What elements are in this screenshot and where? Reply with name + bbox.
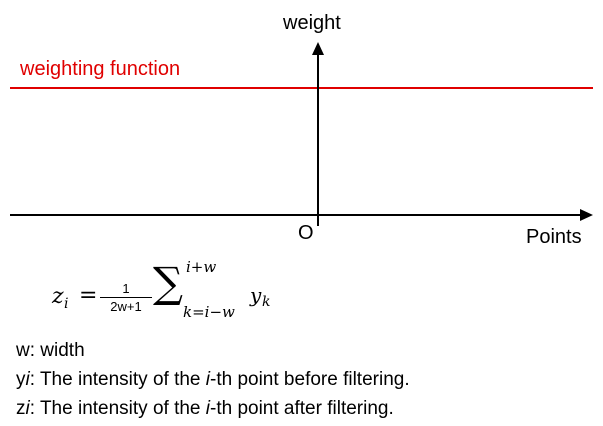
y-axis-arrow	[312, 42, 324, 55]
weighting-function-label: weighting function	[20, 58, 181, 80]
summation-symbol: ∑	[153, 258, 183, 307]
fraction-denominator: 2w+1	[110, 299, 142, 314]
definition-text: : The intensity of the	[29, 398, 206, 419]
x-axis-label: Points	[526, 226, 582, 248]
fraction-bar	[100, 297, 152, 298]
definition-w: w: width	[16, 340, 85, 362]
definition-y: yi: The intensity of the i-th point befo…	[16, 369, 410, 391]
definition-text: : The intensity of the	[29, 369, 206, 390]
definition-symbol: y	[16, 369, 26, 390]
formula-term-var: y	[250, 283, 262, 307]
sum-upper-limit: i+w	[186, 258, 217, 276]
origin-label: O	[298, 222, 314, 244]
formula-equals: =	[79, 283, 98, 308]
definition-subscript: i	[25, 398, 30, 419]
x-axis-arrow	[580, 209, 593, 221]
definition-italic: i	[205, 398, 210, 419]
formula-lhs-var: z	[52, 284, 64, 309]
formula-fraction: 1 2w+1	[100, 281, 152, 314]
definition-symbol: w	[16, 340, 30, 361]
definition-subscript: i	[25, 369, 30, 390]
definition-text: : width	[29, 340, 85, 361]
definition-z: zi: The intensity of the i-th point afte…	[16, 398, 394, 420]
sum-lower-limit: k=i−w	[183, 303, 235, 321]
formula-term-sub: k	[262, 294, 271, 310]
formula-lhs-sub: i	[64, 296, 69, 312]
definition-symbol: z	[16, 398, 26, 419]
definition-text-after: -th point after filtering.	[210, 398, 394, 419]
y-axis-label: weight	[283, 12, 341, 34]
definition-italic: i	[205, 369, 210, 390]
fraction-numerator: 1	[122, 281, 130, 296]
definition-text-after: -th point before filtering.	[210, 369, 410, 390]
